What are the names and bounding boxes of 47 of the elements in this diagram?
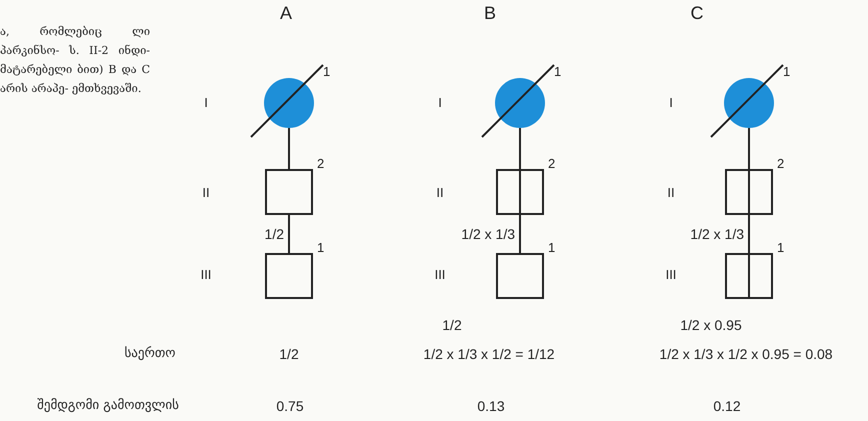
generation-label: III	[666, 268, 676, 281]
row-label: შემდგომი გამოთვლის	[37, 399, 179, 412]
male-square	[496, 253, 544, 299]
individual-number: 1	[777, 241, 784, 254]
descent-line	[288, 128, 290, 169]
individual-number: 1	[548, 241, 556, 254]
edge-label: 1/2	[264, 227, 284, 241]
probability-text: 0.12	[713, 399, 741, 413]
male-square	[265, 253, 313, 299]
generation-label: I	[438, 96, 442, 109]
individual-number: 2	[317, 157, 324, 170]
descent-line	[748, 215, 750, 253]
probability-text: 1/2	[279, 347, 299, 361]
descent-line	[519, 215, 521, 253]
descent-line	[748, 128, 750, 169]
individual-number: 2	[777, 157, 784, 170]
generation-label: II	[436, 186, 444, 199]
probability-text: 1/2	[442, 318, 462, 332]
individual-number: 1	[783, 65, 790, 78]
row-label: საერთო	[124, 347, 176, 360]
carrier-male-square	[496, 169, 544, 215]
panel-letter: A	[280, 4, 292, 22]
male-square	[265, 169, 313, 215]
paragraph-text: ა, რომლებიც ლი პარკინსო- ს. II-2 ინდი- მატარებელი ბით) B და C არის არაპე- ემთხვევაში.	[0, 24, 150, 97]
individual-number: 1	[317, 241, 324, 254]
edge-label: 1/2 x 1/3	[690, 227, 744, 241]
individual-number: 1	[554, 65, 562, 78]
probability-text: 0.13	[477, 399, 505, 413]
generation-label: II	[667, 186, 675, 199]
generation-label: III	[434, 268, 446, 281]
generation-label: II	[202, 186, 210, 199]
individual-number: 2	[548, 157, 556, 170]
panel-letter: B	[484, 4, 496, 22]
carrier-male-square	[725, 253, 773, 299]
edge-label: 1/2 x 1/3	[461, 227, 515, 241]
generation-label: I	[204, 96, 208, 109]
generation-label: III	[200, 268, 212, 281]
panel-letter: C	[690, 4, 704, 22]
probability-text: 0.75	[276, 399, 304, 413]
carrier-male-square	[725, 169, 773, 215]
individual-number: 1	[323, 65, 330, 78]
descent-line	[519, 128, 521, 169]
generation-label: I	[669, 96, 673, 109]
probability-formula: 1/2 x 1/3 x 1/2 x 0.95 = 0.08	[659, 347, 833, 361]
descent-line	[288, 215, 290, 253]
probability-formula: 1/2 x 1/3 x 1/2 = 1/12	[423, 347, 555, 361]
probability-text: 1/2 x 0.95	[680, 318, 742, 332]
